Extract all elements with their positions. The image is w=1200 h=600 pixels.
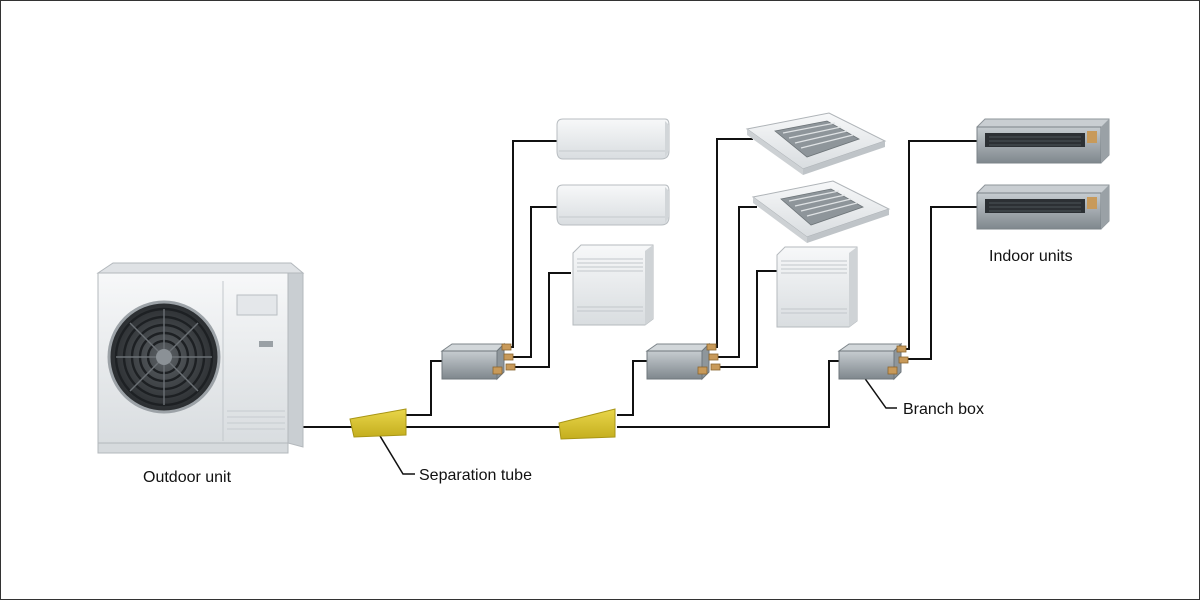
leader-separation-tube — [376, 430, 415, 475]
cassette-unit-2 — [751, 180, 891, 243]
separation-tube-2 — [558, 408, 616, 440]
main-pipe — [301, 360, 843, 428]
indoor-units-label: Indoor units — [989, 248, 1073, 265]
pipe-bb1-to-floor — [513, 272, 571, 368]
pipe-bb2-to-cassette-1 — [711, 138, 753, 348]
wall-unit-2 — [556, 184, 670, 226]
ducted-unit-2 — [976, 184, 1110, 230]
separation-tube-label: Separation tube — [419, 467, 532, 484]
separation-tube-1 — [349, 408, 407, 438]
pipe-bb2-to-floor — [719, 270, 777, 368]
branch-pipe-2 — [617, 360, 651, 416]
pipe-bb3-to-duct-2 — [901, 206, 977, 360]
branch-box-2 — [645, 342, 721, 381]
floor-unit-1 — [572, 244, 654, 326]
wall-unit-1 — [556, 118, 670, 160]
outdoor-unit — [96, 262, 305, 454]
ducted-unit-1 — [976, 118, 1110, 164]
pipe-bb2-to-cassette-2 — [717, 206, 757, 358]
leader-branch-box — [860, 372, 897, 409]
floor-unit-2 — [776, 246, 858, 328]
pipe-bb1-to-wall-2 — [511, 206, 557, 358]
outdoor-unit-label: Outdoor unit — [143, 469, 232, 486]
branch-box-3 — [837, 342, 909, 381]
pipe-bb3-to-duct-1 — [897, 140, 977, 350]
cassette-unit-1 — [745, 112, 887, 175]
branch-pipe-1 — [406, 360, 446, 416]
branch-box-1 — [440, 342, 516, 381]
branch-box-label: Branch box — [903, 401, 984, 418]
